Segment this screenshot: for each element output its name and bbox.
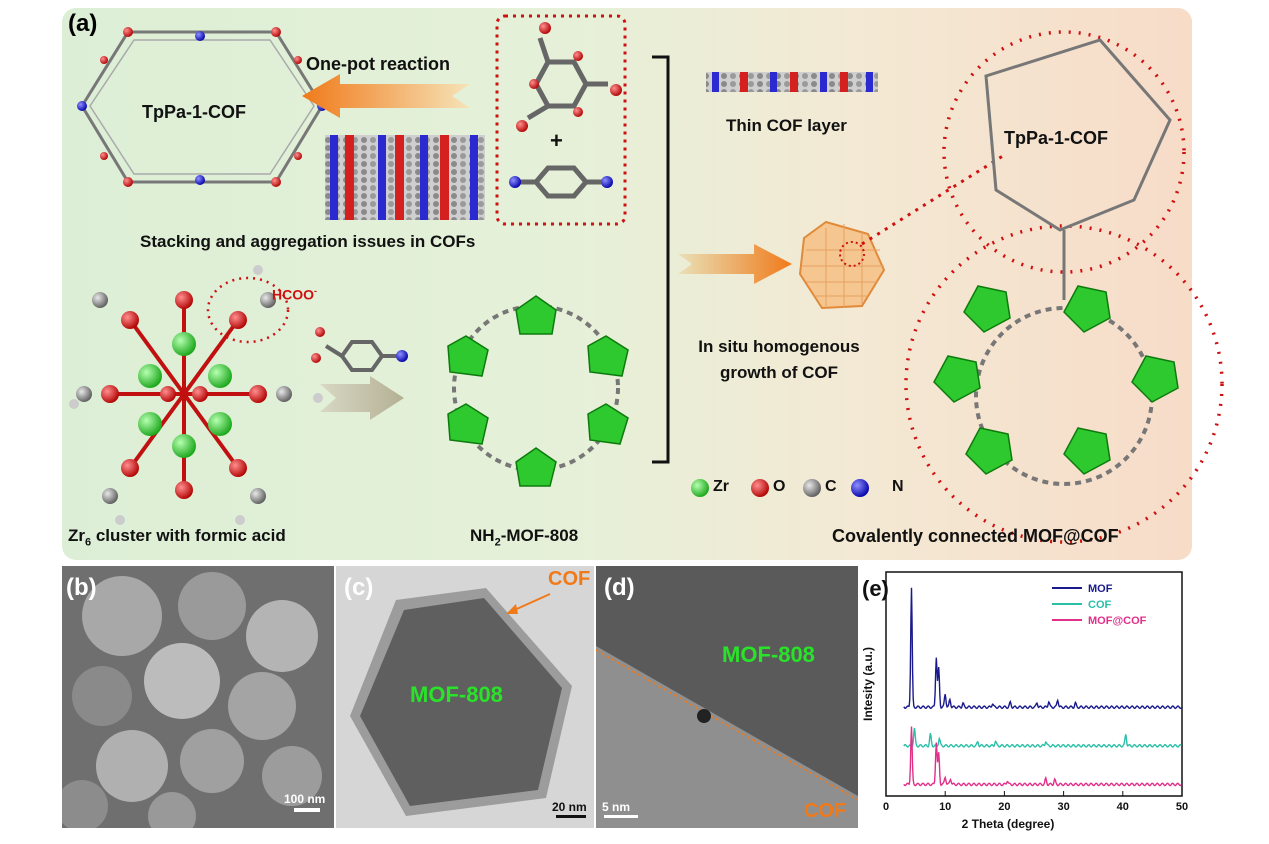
o-legend-icon xyxy=(751,479,769,497)
x-tick-label: 50 xyxy=(1176,801,1188,813)
legend-o: O xyxy=(773,478,786,495)
tem-image xyxy=(336,566,594,828)
legend-entry: COF xyxy=(1088,599,1112,611)
panel-label-d: (d) xyxy=(604,574,635,601)
zr6-cluster xyxy=(69,265,323,525)
stacked-cof-layers xyxy=(325,135,485,220)
thin-cof-layer xyxy=(706,72,878,92)
tppa-cof-framework-right xyxy=(984,38,1172,300)
monomer-tp xyxy=(526,37,608,121)
legend-c: C xyxy=(825,478,837,495)
sem-scale-label: 100 nm xyxy=(284,792,326,806)
hrtem-scale-label: 5 nm xyxy=(602,800,631,814)
sem-image xyxy=(62,566,334,828)
mof-zoom-circle xyxy=(904,224,1224,544)
tppa-cof-label-left: TpPa-1-COF xyxy=(142,102,247,122)
xrd-series-mof xyxy=(903,587,1182,710)
hcoo-highlight xyxy=(206,276,290,344)
scheme-panel-a xyxy=(62,8,1192,560)
x-tick-label: 30 xyxy=(1057,801,1069,813)
zoom-line xyxy=(861,152,1007,246)
one-pot-label: One-pot reaction xyxy=(306,54,451,74)
plot-frame xyxy=(885,571,1183,797)
zr6-caption: Zr6 cluster with formic acid xyxy=(68,526,286,549)
n-atom-icon xyxy=(509,176,521,188)
linker-arrow xyxy=(320,376,404,420)
mof-808-caption: NH2-MOF-808 xyxy=(470,526,579,549)
x-tick-label: 10 xyxy=(939,801,951,813)
legend-entry: MOF@COF xyxy=(1088,615,1147,627)
monomer-tp-atoms xyxy=(516,22,622,132)
bracket xyxy=(652,55,670,464)
nh2-mof-808-ring xyxy=(447,295,629,487)
x-tick-label: 40 xyxy=(1117,801,1129,813)
hrtem-scale-bar xyxy=(604,815,638,818)
mof-cof-caption: Covalently connected MOF@COF xyxy=(832,526,1119,546)
mof-cof-particle xyxy=(798,220,886,310)
hcoo-label: HCOO- xyxy=(272,286,317,303)
hrtem-cof-label: COF xyxy=(804,800,847,822)
mof-at-cof-ring xyxy=(933,285,1179,486)
monomer-pa xyxy=(520,165,602,199)
plus-sign: + xyxy=(550,128,563,153)
thin-layer-label: Thin COF layer xyxy=(726,116,847,135)
tem-mof-label: MOF-808 xyxy=(410,682,503,707)
stacking-caption: Stacking and aggregation issues in COFs xyxy=(140,232,476,251)
linker-molecule xyxy=(311,327,408,372)
xrd-series-cof xyxy=(903,727,1182,748)
legend-zr: Zr xyxy=(713,478,729,495)
y-axis-label: Intesity (a.u.) xyxy=(861,647,875,721)
tem-scale-bar xyxy=(556,815,586,818)
tem-scale-label: 20 nm xyxy=(552,800,587,814)
zr-legend-icon xyxy=(691,479,709,497)
c-legend-icon xyxy=(803,479,821,497)
xrd-series-mof-at-cof xyxy=(903,726,1182,787)
tem-cof-arrow xyxy=(506,593,551,614)
panel-label-a: (a) xyxy=(68,10,98,37)
sem-scale-bar xyxy=(294,808,320,812)
growth-arrow xyxy=(678,244,792,284)
n-legend-icon xyxy=(851,479,869,497)
panel-label-c: (c) xyxy=(344,574,374,601)
legend-entry: MOF xyxy=(1088,583,1113,595)
xrd-chart: (e) 2 Theta (degree) Intesity (a.u.) 0 10… xyxy=(861,571,1188,831)
one-pot-arrow xyxy=(302,74,470,118)
x-axis-label: 2 Theta (degree) xyxy=(962,817,1055,831)
panel-label-e: (e) xyxy=(862,576,889,601)
n-atom-icon xyxy=(601,176,613,188)
tppa-cof-atoms-left xyxy=(77,27,327,187)
x-tick-label: 20 xyxy=(998,801,1010,813)
legend-n: N xyxy=(892,478,904,495)
x-tick-label: 0 xyxy=(883,801,889,813)
tem-cof-label: COF xyxy=(548,568,591,590)
cof-zoom-circle xyxy=(942,30,1186,274)
hrtem-mof-label: MOF-808 xyxy=(722,642,815,667)
tppa-cof-label-right: TpPa-1-COF xyxy=(1004,128,1109,148)
monomers-box xyxy=(495,14,627,226)
panel-label-b: (b) xyxy=(66,574,97,601)
hrtem-image xyxy=(596,566,858,828)
